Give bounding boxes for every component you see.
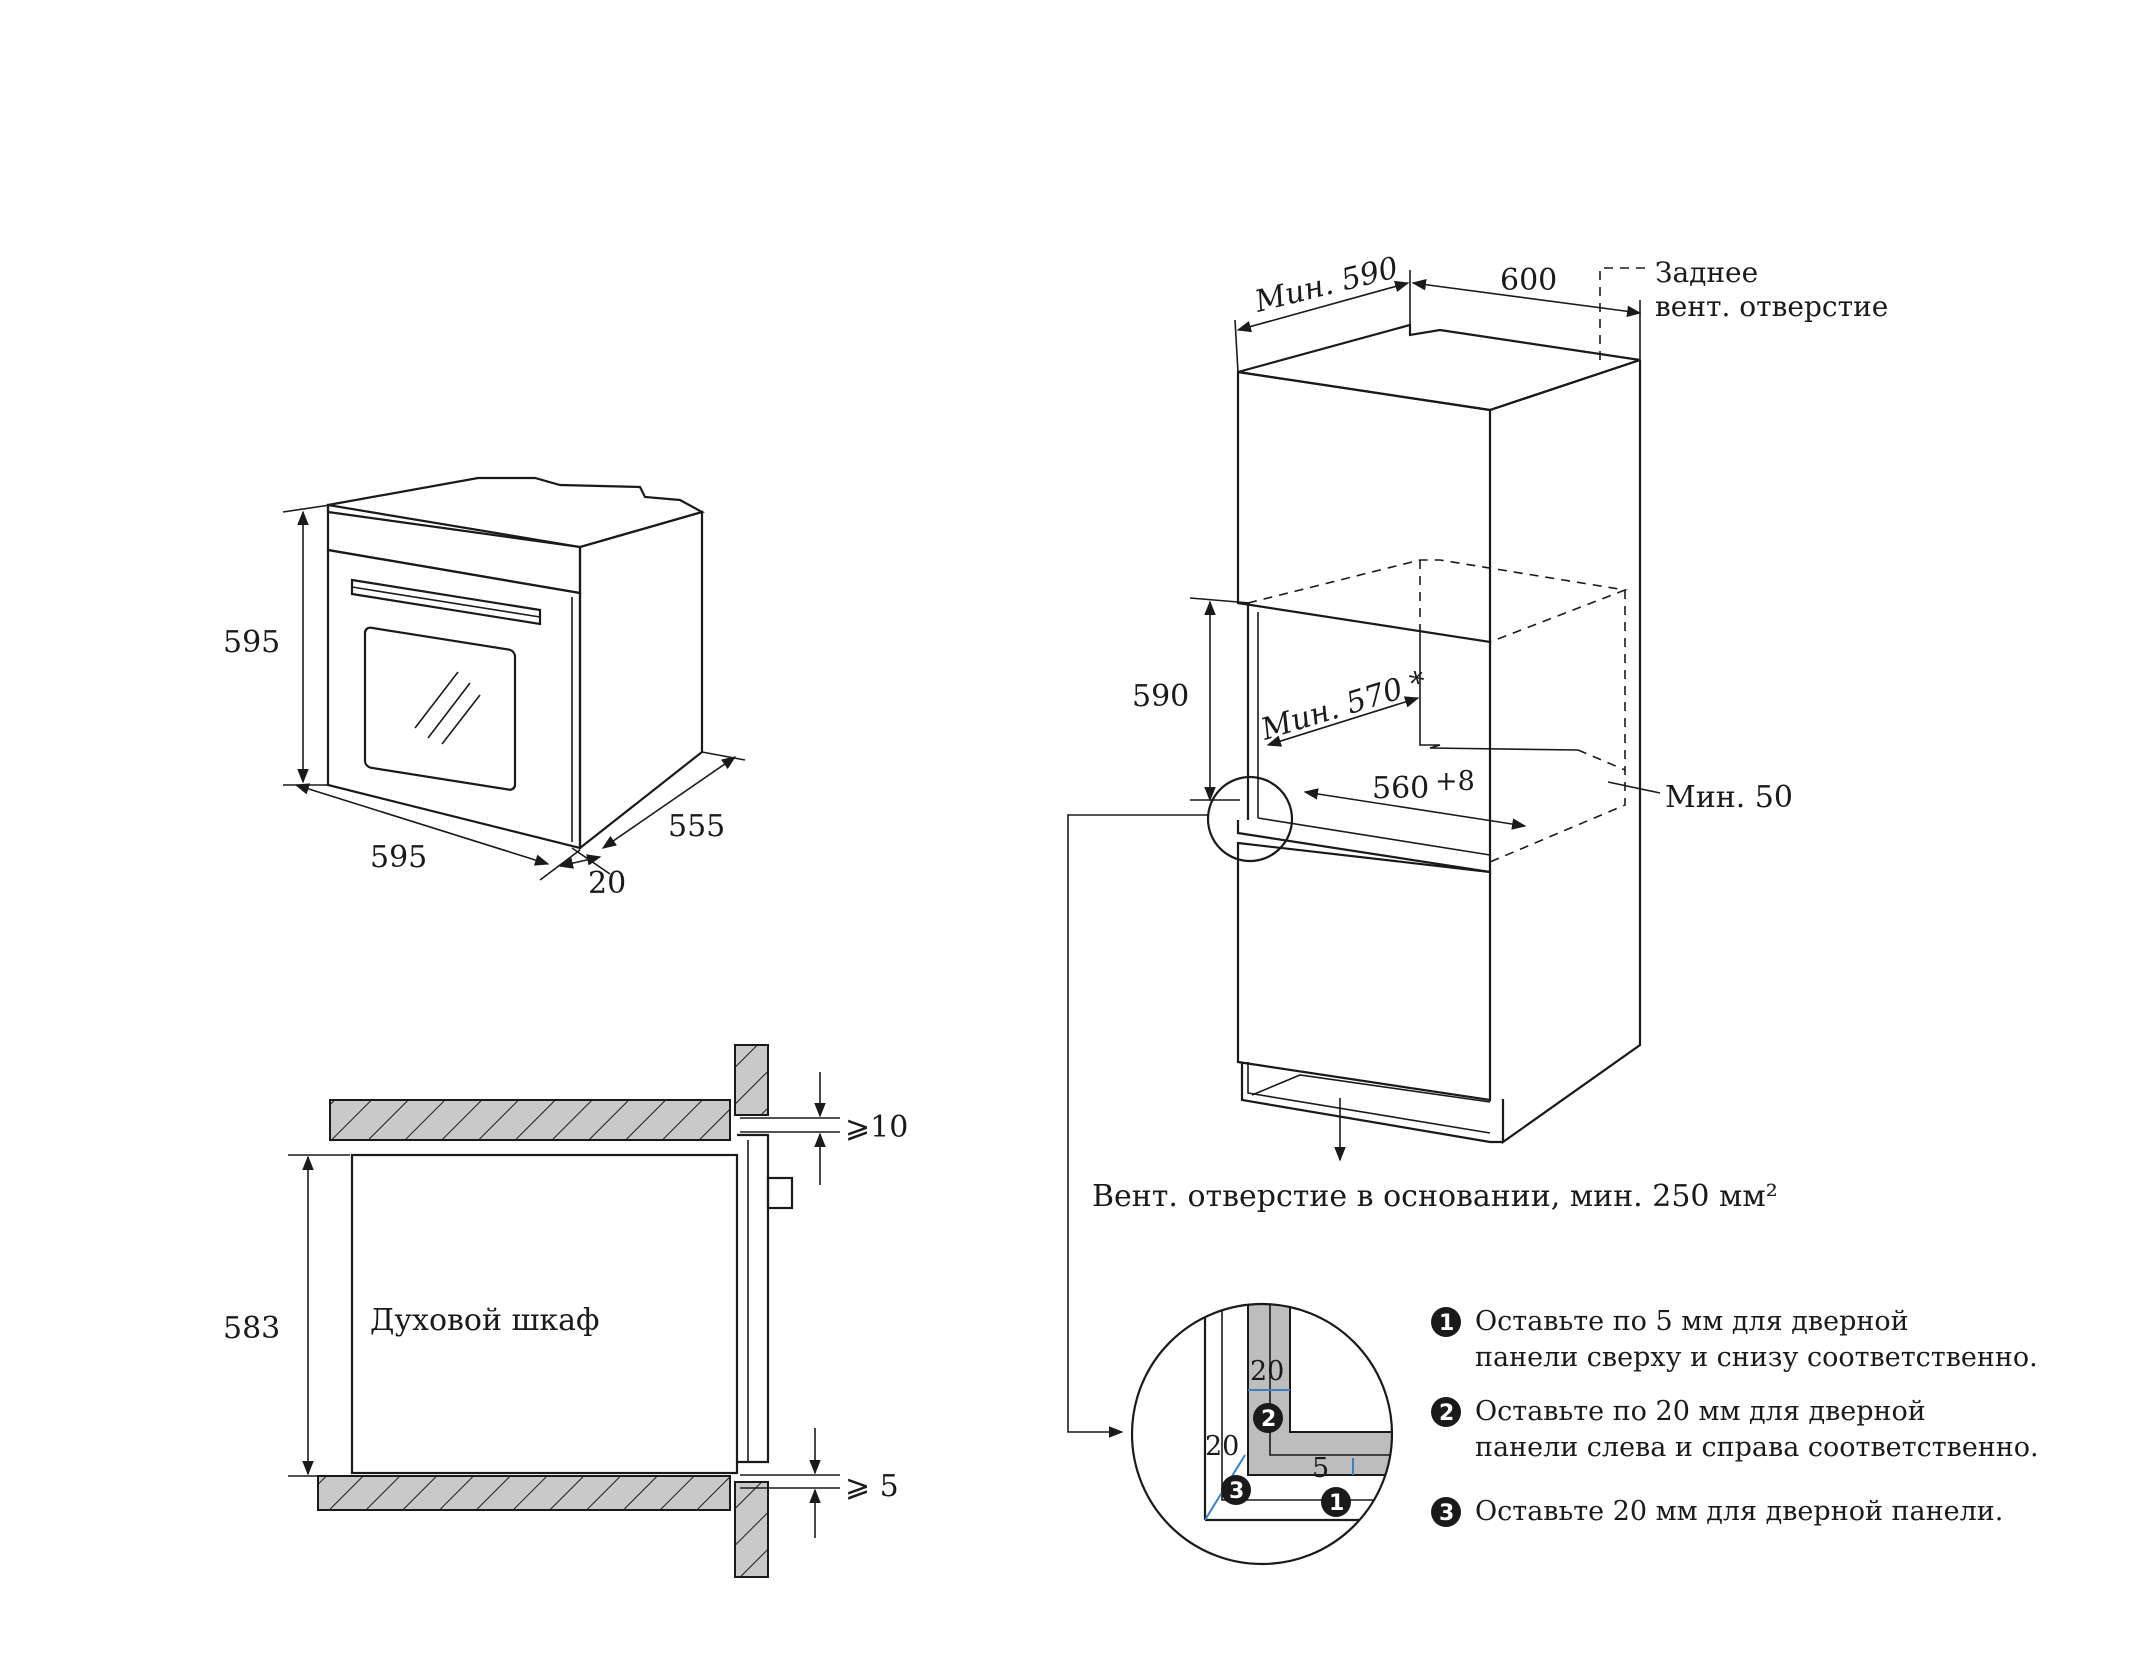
upper-shelf [329,1099,731,1141]
upper-side-panel [734,1044,769,1116]
lower-shelf [317,1475,731,1511]
oven-isometric [326,476,705,851]
rear-vent-label-1: Заднее [1655,256,1758,289]
bottom-gap-label: ⩾ 5 [845,1469,899,1504]
note-3: 3 Оставьте 20 мм для дверной панели. [1431,1496,2003,1527]
front-thickness-label: 20 [588,866,626,901]
installation-section: Духовой шкаф 583 ⩾10 ⩾ 5 [223,1044,908,1578]
note-1: 1 Оставьте по 5 мм для дверной панели св… [1431,1306,2038,1373]
note-marker-2 [1431,1397,1461,1427]
notes-list: 1 Оставьте по 5 мм для дверной панели св… [1431,1306,2039,1527]
base-vent-label: Вент. отверстие в основании, мин. 250 мм… [1092,1179,1778,1214]
note-marker-3 [1431,1497,1461,1527]
section-height-label: 583 [223,1311,280,1346]
rear-vent-label-2: вент. отверстие [1655,290,1888,323]
svg-text:3: 3 [1229,1479,1244,1504]
detail-circle: 20 20 5 2 3 1 [1130,1302,1394,1566]
min-depth-label: Мин. 590 [1250,250,1401,320]
detail-marker-1: 1 [1321,1487,1351,1517]
column-dimensions: Мин. 590 600 Заднее вент. отверстие 590 … [1067,250,1888,1438]
oven-dimensions: 595 595 555 20 [223,504,746,901]
oven-width-label: 595 [370,840,427,875]
svg-text:1: 1 [1329,1491,1344,1516]
niche-height-label: 590 [1132,679,1189,714]
min-gap-label: Мин. 50 [1665,780,1793,815]
svg-text:2: 2 [1439,1401,1454,1426]
detail-dim-side: 20 [1205,1431,1239,1462]
column-width-label: 600 [1500,263,1557,298]
oven-height-label: 595 [223,625,280,660]
niche-width-label: 560 [1372,771,1429,806]
top-gap-label: ⩾10 [845,1110,908,1145]
detail-dim-top: 20 [1250,1356,1284,1387]
note-2-line-1: Оставьте по 20 мм для дверной [1475,1396,1926,1427]
detail-marker-3: 3 [1221,1475,1251,1505]
lower-side-panel [734,1481,769,1578]
svg-text:1: 1 [1439,1311,1454,1336]
note-1-line-1: Оставьте по 5 мм для дверной [1475,1306,1909,1337]
svg-text:2: 2 [1261,1407,1276,1432]
note-2: 2 Оставьте по 20 мм для дверной панели с… [1431,1396,2039,1463]
detail-marker-2: 2 [1253,1403,1283,1433]
min-niche-depth-label: Мин. 570 * [1256,664,1430,748]
note-3-line-1: Оставьте 20 мм для дверной панели. [1475,1496,2003,1527]
niche-width-tolerance: +8 [1435,766,1475,797]
oven-knob [766,1176,794,1210]
oven-body-section [350,1153,739,1475]
detail-door-panel [1247,1304,1392,1476]
note-2-line-2: панели слева и справа соответственно. [1475,1432,2039,1463]
note-marker-1 [1431,1307,1461,1337]
svg-text:3: 3 [1439,1501,1454,1526]
oven-depth-label: 555 [668,809,725,844]
detail-dim-bottom: 5 [1312,1453,1329,1484]
oven-section-label: Духовой шкаф [370,1303,600,1338]
note-1-line-2: панели сверху и снизу соответственно. [1475,1342,2038,1373]
